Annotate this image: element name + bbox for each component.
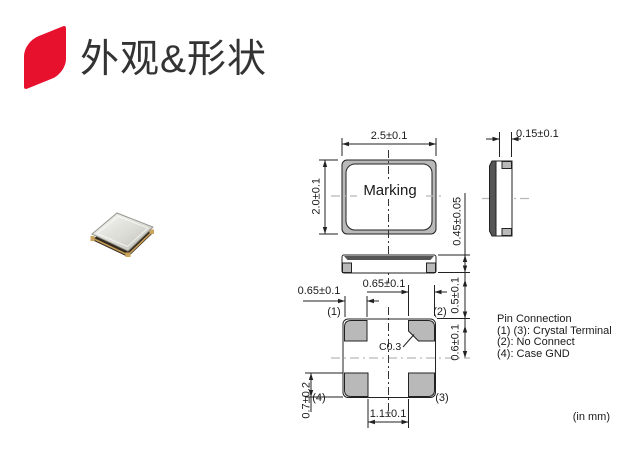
pin1-label: (1) bbox=[327, 306, 341, 318]
pin-connection-title: Pin Connection bbox=[497, 313, 572, 325]
dim-pad2-width: 0.65±0.1 bbox=[362, 278, 406, 290]
dim-package-height: 0.45±0.05 bbox=[451, 196, 464, 246]
dim-pad-right: 0.6±0.1 bbox=[449, 324, 462, 361]
pin-connection-line2: (2): No Connect bbox=[497, 336, 575, 349]
pin3-label: (3) bbox=[435, 392, 449, 404]
pin-connection-line3: (4): Case GND bbox=[497, 347, 570, 360]
pin2-label: (2) bbox=[433, 306, 447, 318]
side-view-front-drawing bbox=[341, 193, 470, 358]
side-view-right-drawing bbox=[482, 132, 529, 237]
product-photo bbox=[90, 212, 154, 257]
dim-lid-thickness: 0.15±0.1 bbox=[516, 128, 559, 140]
pin-connection-block: Pin Connection (1) (3): Crystal Terminal… bbox=[497, 313, 612, 360]
dim-top-width: 2.5±0.1 bbox=[370, 130, 408, 142]
pin4-label: (4) bbox=[312, 392, 326, 404]
units-note: (in mm) bbox=[572, 411, 610, 423]
dim-pad1-width: 0.65±0.1 bbox=[297, 285, 341, 297]
page-title: 外观&形状 bbox=[80, 38, 268, 81]
land-pattern-drawing bbox=[303, 285, 470, 428]
pin-connection-line1: (1) (3): Crystal Terminal bbox=[497, 324, 612, 337]
dim-top-height: 2.0±0.1 bbox=[310, 178, 323, 215]
marking-label: Marking bbox=[357, 182, 423, 200]
chamfer-label: C0.3 bbox=[379, 341, 402, 353]
dim-pad-gap: 1.1±0.1 bbox=[369, 408, 407, 420]
